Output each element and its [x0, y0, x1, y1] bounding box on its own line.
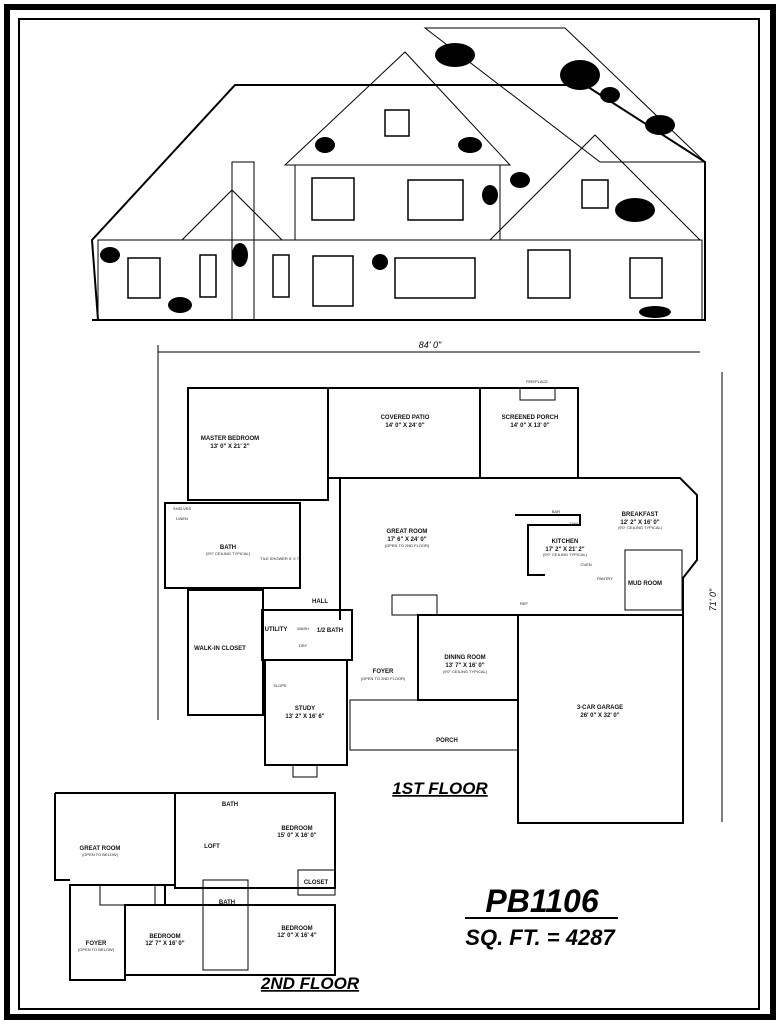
chimney — [231, 161, 255, 321]
front-elevation — [90, 27, 707, 321]
svg-text:(9'0" CEILING TYPICAL): (9'0" CEILING TYPICAL) — [543, 552, 588, 557]
svg-text:SLOPE: SLOPE — [273, 683, 287, 688]
svg-text:DRY: DRY — [299, 643, 308, 648]
outer-border — [4, 4, 776, 1020]
svg-text:LOFT: LOFT — [204, 844, 220, 850]
svg-text:FIREPLACE: FIREPLACE — [526, 379, 549, 384]
svg-text:12' 2" X 16' 0": 12' 2" X 16' 0" — [620, 520, 659, 526]
svg-text:TILE SHOWER 5' X 7': TILE SHOWER 5' X 7' — [260, 556, 300, 561]
svg-text:LINEN: LINEN — [176, 516, 188, 521]
svg-text:BREAKFAST: BREAKFAST — [622, 512, 659, 518]
second-floor-plan — [54, 792, 336, 981]
svg-text:BEDROOM: BEDROOM — [281, 926, 312, 932]
svg-text:MUD ROOM: MUD ROOM — [628, 581, 662, 587]
dimension-lines — [157, 345, 723, 822]
svg-text:14' 0" X 13' 0": 14' 0" X 13' 0" — [510, 423, 549, 429]
svg-text:BATH: BATH — [220, 545, 236, 551]
svg-text:13' 2" X 16' 6": 13' 2" X 16' 6" — [285, 714, 324, 720]
svg-text:BEDROOM: BEDROOM — [149, 934, 180, 940]
first-floor-labels: MASTER BEDROOM 13' 0" X 21' 2" COVERED P… — [173, 379, 663, 744]
svg-text:12' 7" X 16' 0": 12' 7" X 16' 0" — [145, 941, 184, 947]
second-floor-labels: GREAT ROOM (OPEN TO BELOW) LOFT BATH BED… — [78, 802, 329, 952]
first-floor-title: 1ST FLOOR — [392, 779, 488, 798]
svg-text:GREAT ROOM: GREAT ROOM — [387, 529, 428, 535]
window — [199, 254, 217, 298]
svg-text:BAR: BAR — [552, 509, 560, 514]
plan-number: PB1106 — [485, 883, 598, 919]
svg-text:15' 0" X 16' 0": 15' 0" X 16' 0" — [277, 833, 316, 839]
svg-text:(OPEN TO BELOW): (OPEN TO BELOW) — [78, 947, 115, 952]
svg-text:CLOSET: CLOSET — [304, 880, 329, 886]
width-dimension: 84' 0" — [419, 340, 442, 350]
svg-text:FOYER: FOYER — [373, 669, 394, 675]
svg-text:FOYER: FOYER — [86, 941, 107, 947]
svg-text:PANTRY: PANTRY — [597, 576, 613, 581]
svg-text:GREAT ROOM: GREAT ROOM — [80, 846, 121, 852]
depth-dimension: 71' 0" — [708, 588, 718, 611]
upper-wall — [294, 164, 501, 241]
window — [272, 254, 290, 298]
svg-text:SHELVES: SHELVES — [173, 506, 191, 511]
svg-text:WASH: WASH — [297, 626, 309, 631]
svg-text:KITCHEN: KITCHEN — [552, 539, 579, 545]
window — [384, 109, 410, 137]
svg-text:HALL: HALL — [312, 599, 328, 605]
svg-text:17' 2" X 21' 2": 17' 2" X 21' 2" — [545, 547, 584, 553]
svg-text:SCREENED PORCH: SCREENED PORCH — [502, 415, 559, 421]
second-floor-title: 2ND FLOOR — [260, 974, 360, 993]
stone-accents — [100, 43, 675, 318]
svg-text:17' 6" X 24' 0": 17' 6" X 24' 0" — [387, 537, 426, 543]
svg-text:(9'0" CEILING TYPICAL): (9'0" CEILING TYPICAL) — [618, 525, 663, 530]
window — [394, 257, 476, 299]
svg-text:1/2 BATH: 1/2 BATH — [317, 628, 343, 634]
svg-text:14' 0" X 24' 0": 14' 0" X 24' 0" — [385, 423, 424, 429]
svg-text:DINING ROOM: DINING ROOM — [444, 655, 485, 661]
window — [407, 179, 464, 221]
svg-text:13' 0" X 21' 2": 13' 0" X 21' 2" — [210, 444, 249, 450]
front-door — [312, 255, 354, 307]
svg-text:MASTER BEDROOM: MASTER BEDROOM — [201, 436, 259, 442]
svg-text:OVEN: OVEN — [580, 562, 591, 567]
svg-text:3-CAR GARAGE: 3-CAR GARAGE — [577, 705, 623, 711]
window — [527, 249, 571, 299]
svg-text:UTILITY: UTILITY — [265, 627, 288, 633]
svg-text:BATH: BATH — [222, 802, 238, 808]
svg-text:D/W: D/W — [570, 521, 578, 526]
svg-text:(OPEN TO 2ND FLOOR): (OPEN TO 2ND FLOOR) — [361, 676, 406, 681]
svg-text:26' 0" X 32' 0": 26' 0" X 32' 0" — [580, 713, 619, 719]
svg-text:WALK-IN CLOSET: WALK-IN CLOSET — [194, 646, 246, 652]
window — [311, 177, 355, 221]
first-floor-plan — [164, 387, 698, 824]
svg-text:(9'0" CEILING TYPICAL): (9'0" CEILING TYPICAL) — [206, 551, 251, 556]
svg-text:12' 0" X 16' 4": 12' 0" X 16' 4" — [277, 933, 316, 939]
svg-text:BATH: BATH — [219, 900, 235, 906]
window — [581, 179, 609, 209]
svg-text:STUDY: STUDY — [295, 706, 315, 712]
svg-text:13' 7" X 16' 0": 13' 7" X 16' 0" — [445, 663, 484, 669]
svg-text:(OPEN TO BELOW): (OPEN TO BELOW) — [82, 852, 119, 857]
svg-text:COVERED PATIO: COVERED PATIO — [381, 415, 430, 421]
svg-text:(9'0" CEILING TYPICAL): (9'0" CEILING TYPICAL) — [443, 669, 488, 674]
upper-roof — [423, 27, 707, 163]
svg-text:(OPEN TO 2ND FLOOR): (OPEN TO 2ND FLOOR) — [385, 543, 430, 548]
square-footage: SQ. FT. = 4287 — [465, 925, 616, 950]
svg-text:BEDROOM: BEDROOM — [281, 826, 312, 832]
window — [629, 257, 663, 299]
windows — [127, 109, 663, 307]
svg-text:PORCH: PORCH — [436, 738, 458, 744]
window — [127, 257, 161, 299]
inner-border — [18, 18, 760, 1010]
svg-text:REF: REF — [520, 601, 529, 606]
